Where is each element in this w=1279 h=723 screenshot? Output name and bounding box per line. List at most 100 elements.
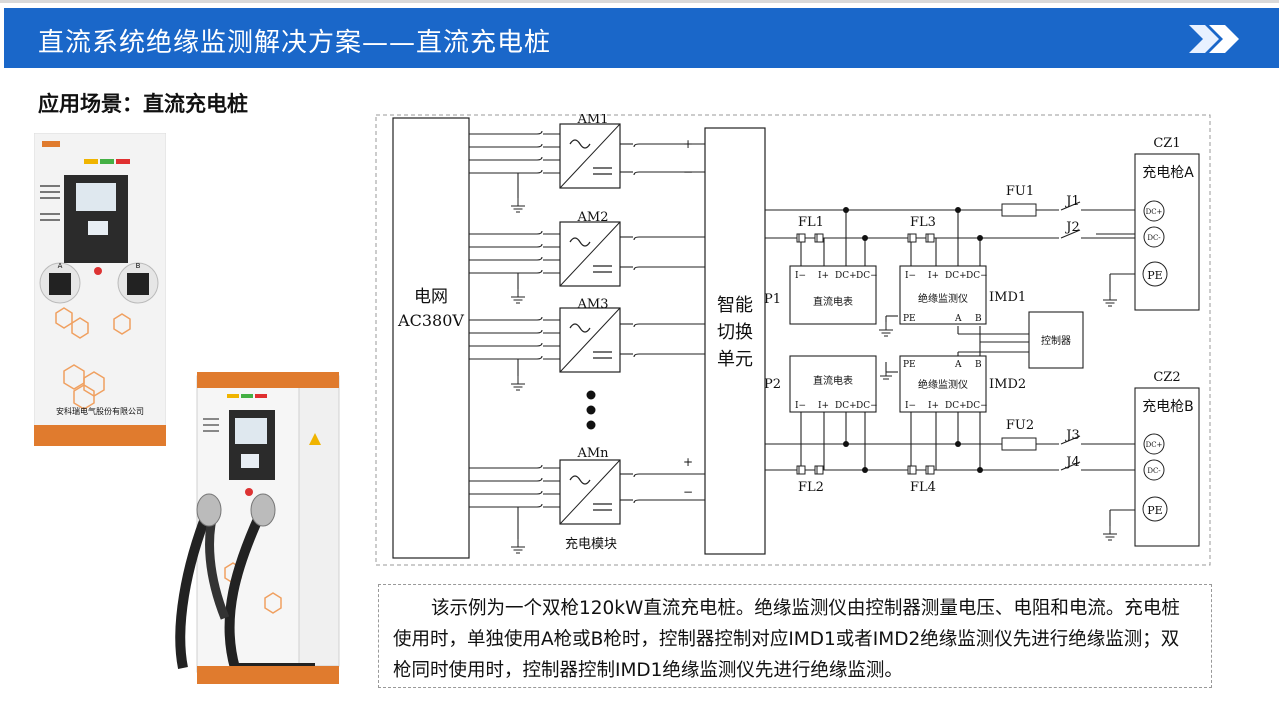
ground-p2 <box>880 372 892 380</box>
imd2-label: 绝缘监测仪 <box>918 378 968 391</box>
plus-sign-n: + <box>683 455 693 469</box>
p2-dc-plus: DC+ <box>835 401 857 411</box>
page-title: 直流系统绝缘监测解决方案——直流充电桩 <box>38 28 552 58</box>
imd1-label: 绝缘监测仪 <box>918 292 968 305</box>
p1-dc-plus: DC+ <box>835 271 857 281</box>
meter-p1 <box>789 265 877 325</box>
module-group-label: 充电模块 <box>565 536 617 552</box>
filter-fl1: FL1 <box>798 215 824 230</box>
filter-fl2: FL2 <box>798 480 824 495</box>
fuse-fu1 <box>1001 203 1037 217</box>
connector-a-label: 充电枪A <box>1142 164 1194 181</box>
port-a-label: A <box>58 262 63 270</box>
company-name: 安科瑞电气股份有限公司 <box>56 406 144 416</box>
imd1-b: B <box>975 314 982 324</box>
grid-box <box>392 117 470 559</box>
connector-a-pe-pin <box>1142 261 1168 287</box>
charger-photo-small: A B 安科瑞电气股份有限公司 <box>34 133 166 446</box>
switch-unit-label-3: 单元 <box>717 349 753 370</box>
connector-b-dc-plus-pin <box>1143 433 1165 455</box>
connector-b-dc-plus-text: DC+ <box>1146 441 1163 449</box>
grid-label: 电网 <box>414 287 448 307</box>
connector-a-dc-plus-text: DC+ <box>1146 208 1163 216</box>
imd2-i-plus: I+ <box>928 401 939 411</box>
filter-fl4: FL4 <box>910 480 936 495</box>
imd2-pe: PE <box>903 360 916 370</box>
module-label-am1: AM1 <box>577 114 609 127</box>
diagram-frame <box>375 114 1211 566</box>
minus-sign-n: − <box>683 485 693 499</box>
imd2-a: A <box>954 360 962 370</box>
module-am1: AM1 + − <box>469 114 705 213</box>
p2-meter-label: 直流电表 <box>813 374 853 387</box>
fuse-fu2 <box>1001 437 1037 451</box>
switch-unit-box <box>704 127 766 555</box>
controller-label: 控制器 <box>1041 334 1071 347</box>
imd2-dc-plus: DC+ <box>945 401 967 411</box>
module-label-am3: AM3 <box>577 297 609 312</box>
imd2-i-minus: I− <box>905 401 916 411</box>
p1-i-plus: I+ <box>818 271 829 281</box>
fuse-label-fu2: FU2 <box>1006 418 1034 433</box>
minus-sign: − <box>683 165 693 179</box>
imd1-box <box>899 265 987 325</box>
contactor-j2: J2 <box>1064 220 1079 235</box>
module-amn: AMn + − 充电模块 <box>469 446 705 554</box>
connector-b-id: CZ2 <box>1153 370 1180 385</box>
imd2-b: B <box>975 360 982 370</box>
module-label-am2: AM2 <box>577 210 609 225</box>
switch-unit-label-2: 切换 <box>717 322 753 343</box>
connector-a-dc-plus-pin <box>1143 200 1165 222</box>
port-b-label: B <box>136 262 141 270</box>
connector-b-pe-text: PE <box>1147 504 1162 517</box>
scene-subtitle: 应用场景：直流充电桩 <box>38 92 248 116</box>
module-am2: AM2 <box>469 210 705 304</box>
connector-b-dc-minus-pin <box>1143 459 1165 481</box>
imd2-box <box>899 355 987 413</box>
ellipsis-dots <box>586 390 596 430</box>
filter-fl3: FL3 <box>910 215 936 230</box>
connector-a-dc-minus-pin <box>1143 226 1165 248</box>
module-am3: AM3 <box>469 297 705 391</box>
switch-unit-label-1: 智能 <box>717 295 753 316</box>
top-divider <box>0 0 1279 3</box>
imd1-dc-minus: DC− <box>966 271 988 281</box>
p1-i-minus: I− <box>795 271 806 281</box>
junction-dots <box>843 207 983 473</box>
imd1-a: A <box>954 314 962 324</box>
p2-i-minus: I− <box>795 401 806 411</box>
imd1-dc-plus: DC+ <box>945 271 967 281</box>
connector-a-id: CZ1 <box>1153 136 1180 151</box>
imd1-pe: PE <box>903 314 916 324</box>
imd1-id: IMD1 <box>989 290 1026 305</box>
circuit-diagram: 电网 AC380V AM1 + − <box>375 114 1211 566</box>
contactor-j3: J3 <box>1064 428 1079 443</box>
connector-a-dc-minus-text: DC- <box>1147 234 1161 242</box>
grid-voltage-label: AC380V <box>397 311 464 330</box>
connector-b-label: 充电枪B <box>1142 398 1194 415</box>
double-chevron-right-icon <box>1189 25 1239 53</box>
plus-sign: + <box>683 137 693 151</box>
p2-dc-minus: DC− <box>856 401 878 411</box>
connector-a-pe-text: PE <box>1147 269 1162 282</box>
charger-photo-large <box>175 372 340 684</box>
p1-label: P1 <box>764 292 781 307</box>
imd2-id: IMD2 <box>989 377 1026 392</box>
contactor-j1: J1 <box>1064 194 1079 209</box>
fuse-label-fu1: FU1 <box>1006 184 1034 199</box>
p2-label: P2 <box>764 377 781 392</box>
controller-box <box>1028 311 1084 369</box>
meter-p2 <box>789 355 877 413</box>
p2-i-plus: I+ <box>818 401 829 411</box>
p1-dc-minus: DC− <box>856 271 878 281</box>
imd1-i-plus: I+ <box>928 271 939 281</box>
description-box: 该示例为一个双枪120kW直流充电桩。绝缘监测仪由控制器测量电压、电阻和电流。充… <box>378 584 1212 688</box>
imd2-dc-minus: DC− <box>966 401 988 411</box>
connector-b-pe-pin <box>1142 496 1168 522</box>
p1-meter-label: 直流电表 <box>813 295 853 308</box>
imd1-i-minus: I− <box>905 271 916 281</box>
module-label-amn: AMn <box>576 446 609 461</box>
connector-b-dc-minus-text: DC- <box>1147 467 1161 475</box>
contactor-j4: J4 <box>1064 455 1079 470</box>
description-text: 该示例为一个双枪120kW直流充电桩。绝缘监测仪由控制器测量电压、电阻和电流。充… <box>393 598 1180 681</box>
